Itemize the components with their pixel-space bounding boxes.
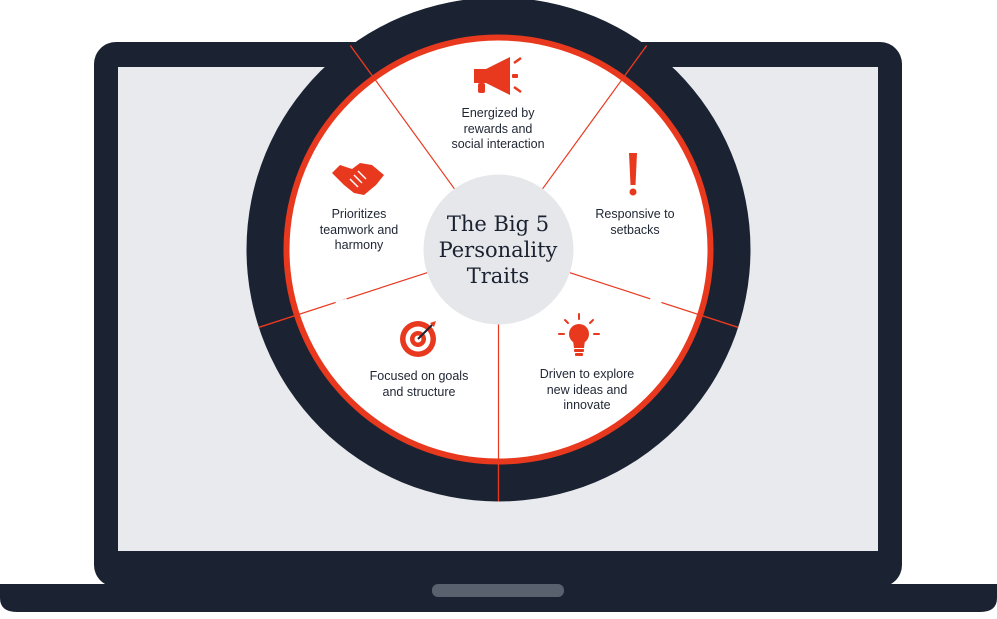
laptop-base (0, 584, 997, 612)
agreeableness-description: Prioritizes teamwork and harmony (319, 207, 399, 252)
handshake-icon (332, 163, 384, 195)
center-circle (423, 174, 574, 325)
extroversion-description: Energized by rewards and social interact… (451, 106, 545, 151)
ring-divider-2 (702, 315, 739, 328)
neuroticism-description: Responsive to setbacks (595, 207, 675, 237)
exclamation-icon (629, 153, 637, 196)
megaphone-icon (474, 56, 522, 95)
conscientiousness-description: Focused on goals and structure (369, 369, 469, 399)
ring-divider-0 (349, 45, 373, 76)
segment-dividers (258, 45, 739, 502)
ring-divider-1 (624, 45, 648, 76)
lightbulb-icon (558, 313, 600, 356)
laptop-notch (432, 584, 564, 597)
target-icon (400, 321, 436, 357)
ring-divider-4 (258, 315, 295, 328)
openness-description: Driven to explore new ideas and innovate (539, 367, 635, 412)
